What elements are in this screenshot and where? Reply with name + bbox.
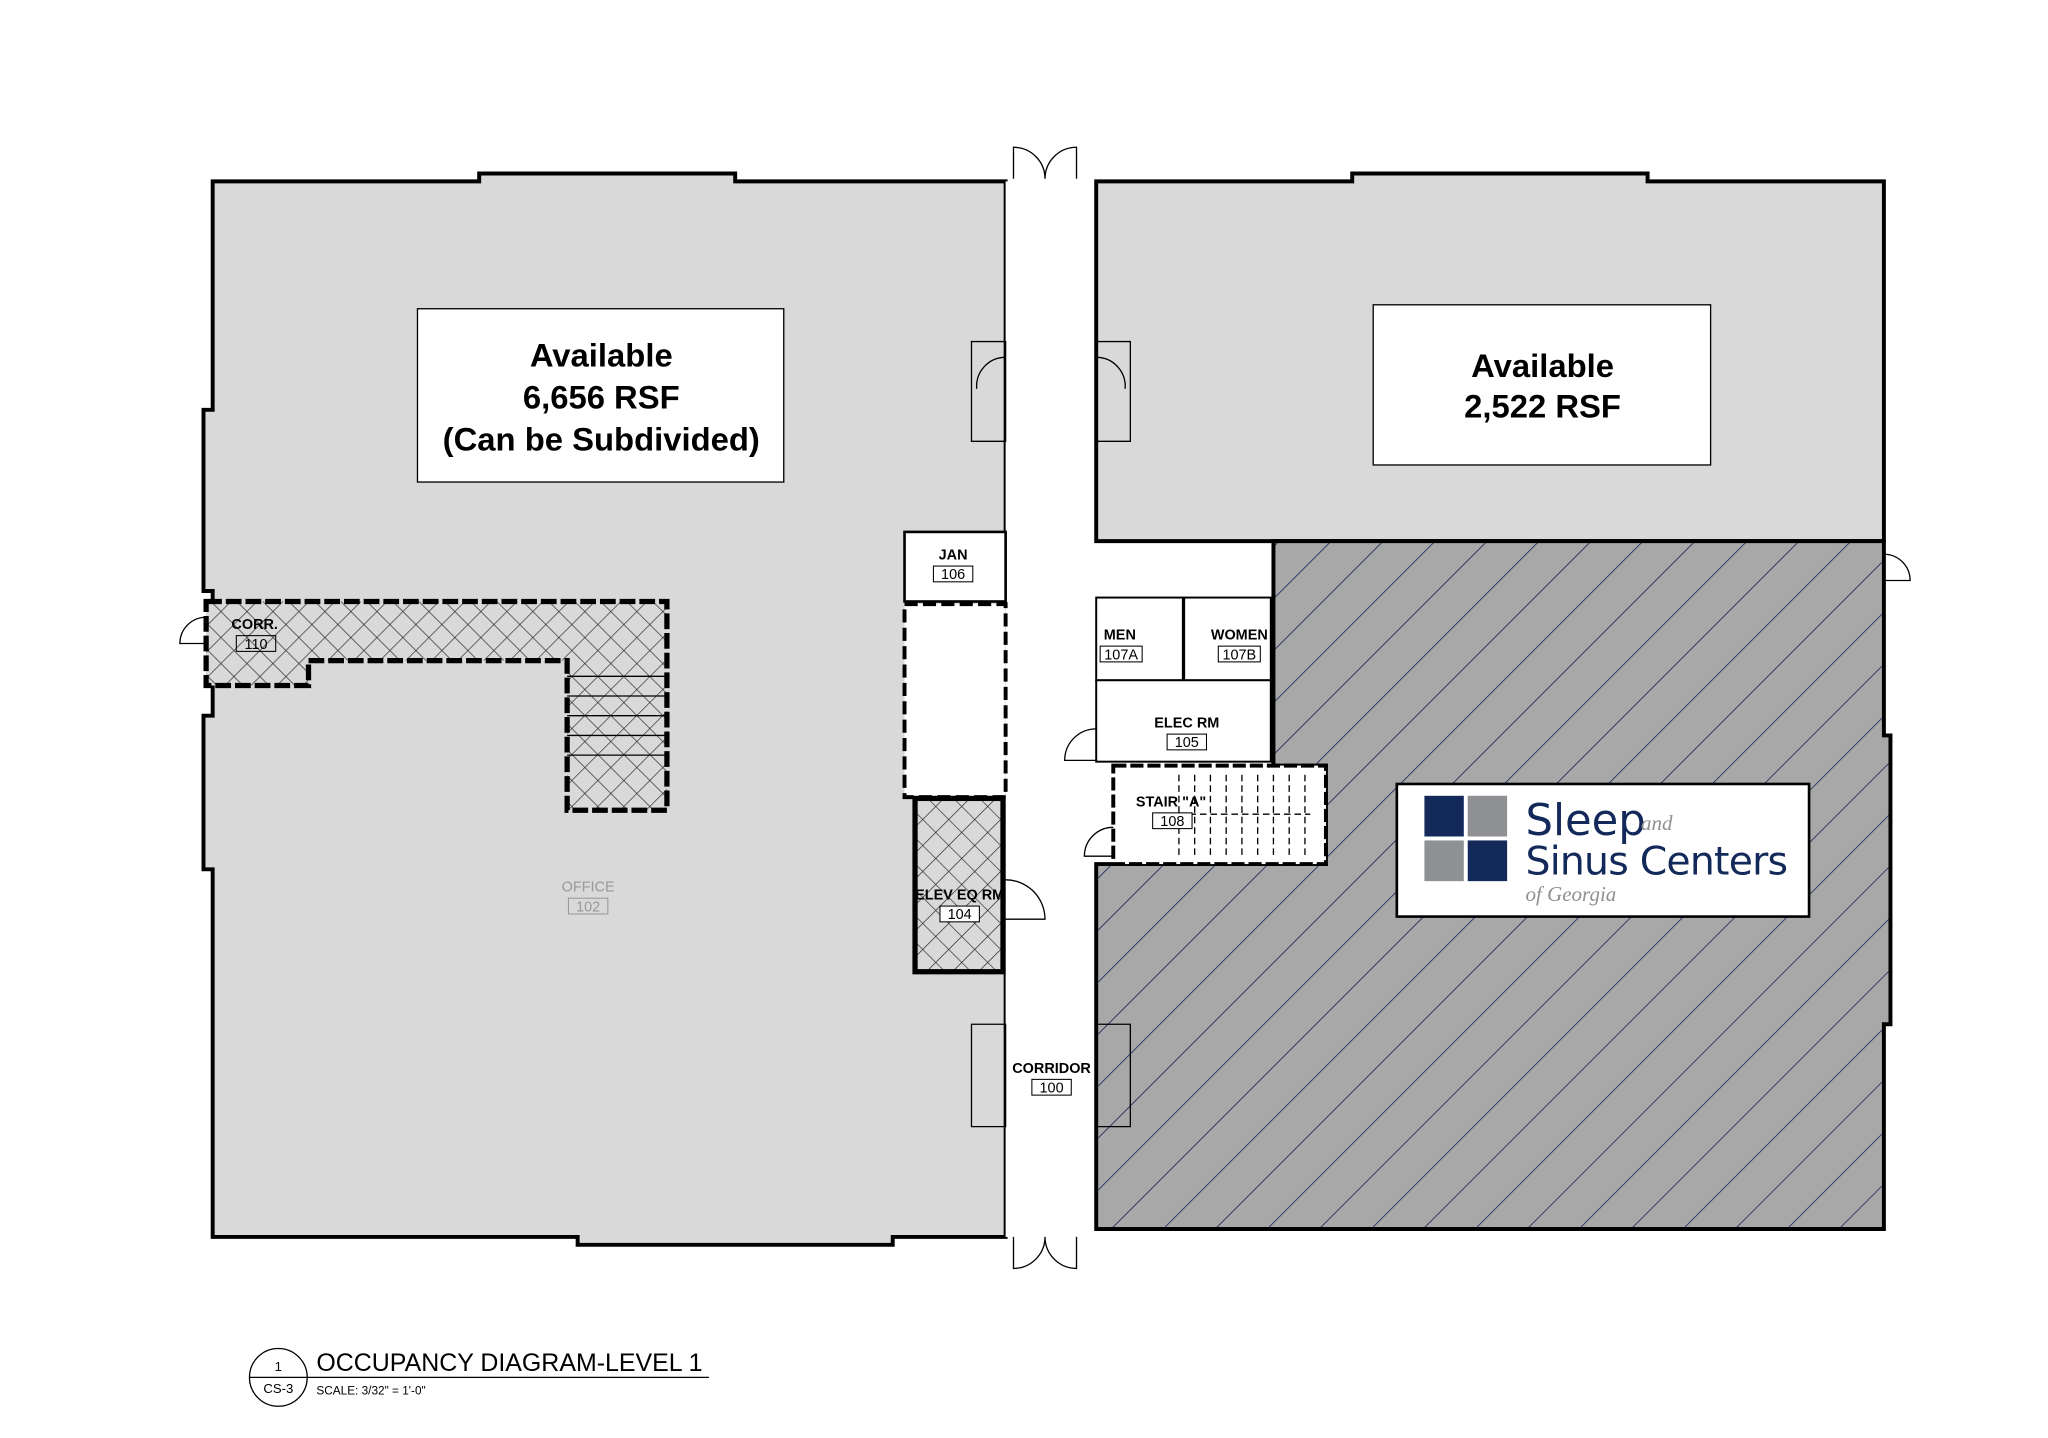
room-name-stair: STAIR "A" xyxy=(1136,794,1206,810)
drawing-scale: SCALE: 3/32" = 1'-0" xyxy=(316,1383,425,1397)
room-num-men: 107A xyxy=(1104,647,1138,663)
room-name-men: MEN xyxy=(1104,628,1136,644)
logo-line2: Sinus Centers xyxy=(1525,839,1788,885)
elec-room xyxy=(1095,679,1272,763)
drawing-title: OCCUPANCY DIAGRAM-LEVEL 1 xyxy=(316,1349,702,1377)
sheet-number: CS-3 xyxy=(263,1381,293,1396)
elevator-shaft xyxy=(902,602,1008,800)
room-num-corridor: 100 xyxy=(1040,1080,1064,1096)
available-left-note: (Can be Subdivided) xyxy=(443,421,760,458)
elev-eq-room xyxy=(912,795,1006,975)
available-left-title: Available xyxy=(530,337,673,374)
available-right-area: 2,522 RSF xyxy=(1464,388,1621,425)
logo-line3: of Georgia xyxy=(1525,882,1616,906)
room-num-corr: 110 xyxy=(244,637,267,653)
logo-and: and xyxy=(1641,811,1673,835)
room-num-jan: 106 xyxy=(941,567,965,583)
jan-room xyxy=(903,530,1007,603)
room-name-corr: CORR. xyxy=(231,617,278,633)
room-name-jan: JAN xyxy=(939,547,968,563)
sleep-sinus-logo: Sleep and Sinus Centers of Georgia xyxy=(1395,782,1811,918)
detail-number: 1 xyxy=(275,1359,282,1374)
room-num-elev: 104 xyxy=(948,907,972,923)
available-left-area: 6,656 RSF xyxy=(523,379,680,416)
room-num-office: 102 xyxy=(576,899,600,915)
room-name-women: WOMEN xyxy=(1211,628,1268,644)
available-left-label-box xyxy=(416,308,785,483)
corr-110 xyxy=(203,598,670,813)
logo-line1: Sleep xyxy=(1525,796,1645,846)
restroom-women xyxy=(1183,596,1272,682)
room-name-elev: ELEV EQ RM xyxy=(915,888,1004,904)
available-right-label-box xyxy=(1372,304,1712,466)
room-num-elec: 105 xyxy=(1175,735,1199,751)
room-name-elec: ELEC RM xyxy=(1154,716,1219,732)
room-num-stair: 108 xyxy=(1160,814,1184,830)
logo-mark-square-navy-2 xyxy=(1467,840,1508,882)
logo-mark-square-gray-2 xyxy=(1424,840,1464,882)
available-right-title: Available xyxy=(1471,347,1614,384)
title-block: 1 CS-3 OCCUPANCY DIAGRAM-LEVEL 1 SCALE: … xyxy=(248,1347,709,1407)
room-num-women: 107B xyxy=(1222,647,1256,663)
logo-mark-square-navy-1 xyxy=(1424,795,1464,837)
logo-mark-square-gray-1 xyxy=(1467,795,1508,837)
corridor-100 xyxy=(1005,181,1097,1237)
room-name-corridor: CORRIDOR xyxy=(1012,1061,1091,1077)
room-name-office: OFFICE xyxy=(562,880,615,896)
stair-a xyxy=(1111,763,1328,867)
